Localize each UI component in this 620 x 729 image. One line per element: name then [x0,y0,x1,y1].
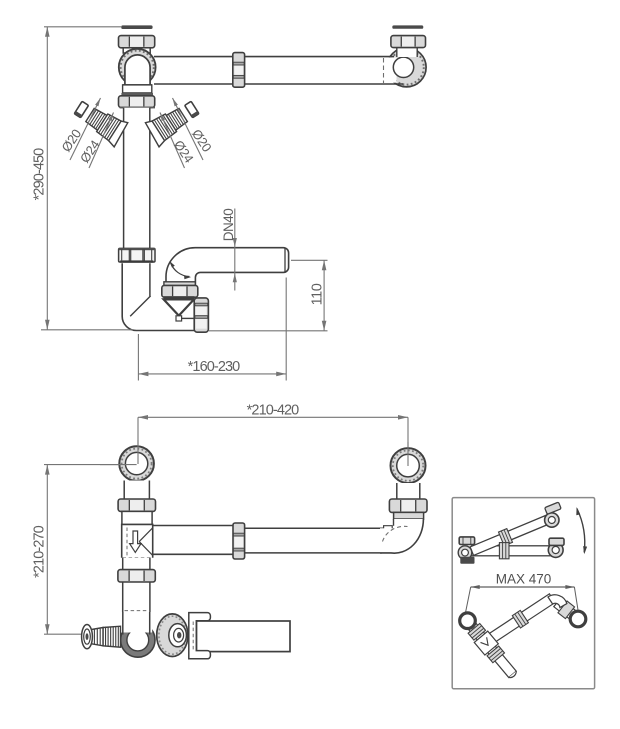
svg-text:*160-230: *160-230 [188,359,240,375]
svg-text:MAX 470: MAX 470 [496,572,552,587]
svg-text:*290-450: *290-450 [32,148,48,200]
svg-text:*210-420: *210-420 [247,403,299,419]
svg-text:DN40: DN40 [221,209,236,242]
svg-text:110: 110 [310,283,326,305]
svg-text:*210-270: *210-270 [32,525,48,577]
